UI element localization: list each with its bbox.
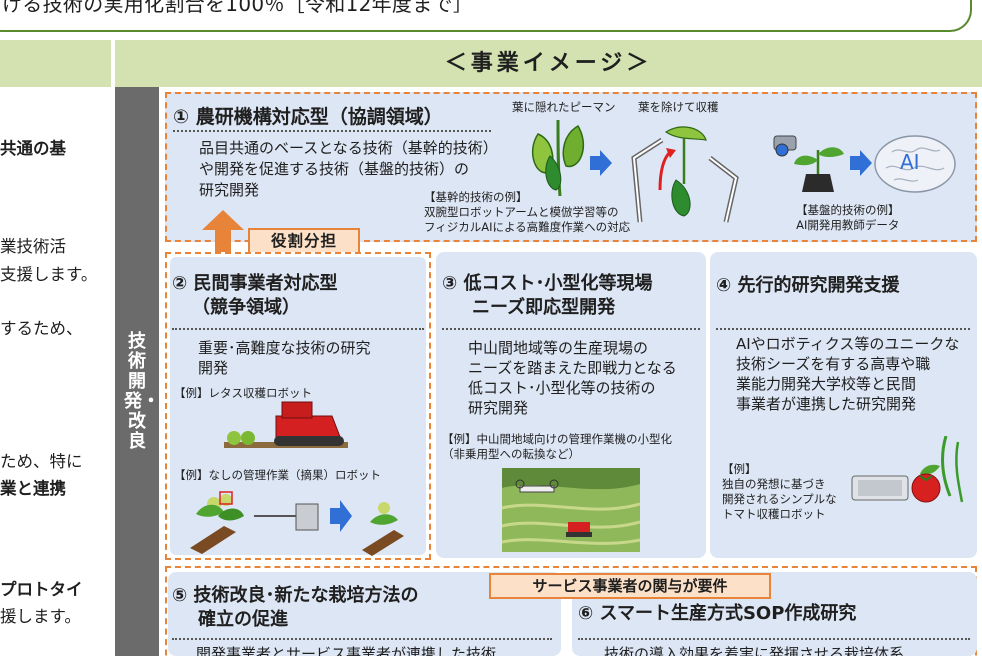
title-line: 確立の促進 [198,609,288,630]
desc-line: 品目共通のベースとなる技術（基幹的技術） [199,139,498,157]
lettuce-robot-example: 【例】レタス収穫ロボット [174,386,312,400]
example-line: フィジカルAIによる高難度作業への対応 [424,220,631,234]
arrow-right-icon [850,150,872,176]
section-3-title: ③ 低コスト･小型化等現場 ニーズ即応型開発 [442,272,653,320]
desc-line: や開発を促進する技術（基盤的技術）の [199,160,470,178]
desc-line: 事業者が連携した研究開発 [736,395,917,413]
desc-line: 研究開発 [199,181,260,199]
section-1-description: 品目共通のベースとなる技術（基幹的技術） や開発を促進する技術（基盤的技術）の … [199,138,498,201]
divider [578,638,970,640]
desc-line: 重要･高難度な技術の研究 [198,339,371,357]
section-5-description: 開発事業者とサービス事業者が連携した技術 [196,645,497,656]
base-tech-example: 【基盤的技術の例】 AI開発用教師データ [796,203,900,233]
section-6-description: 技術の導入効果を着実に発揮させる栽培体系 [604,645,905,656]
arrow-right-icon [590,150,612,176]
service-provider-requirement-badge: サービス事業者の関与が要件 [489,573,771,599]
tomato-robot-example: 【例】 独自の発想に基づき 開発されるシンプルな トマト収穫ロボット [722,462,837,522]
pear-robot-example: 【例】なしの管理作業（摘果）ロボット [174,468,381,482]
mountain-machine-example: 【例】中山間地域向けの管理作業機の小型化 （非乗用型への転換など） [442,432,672,462]
section-6-title: ⑥ スマート生産方式SOP作成研究 [578,603,857,624]
example-line: 独自の発想に基づき [722,477,826,491]
left-text-line: 業と連携 [0,479,66,498]
example-line: AI開発用教師データ [796,218,900,232]
dual-arm-robot-illustration [631,126,739,223]
role-sharing-badge: 役割分担 [248,228,360,254]
divider [172,328,424,330]
title-line: ⑤ 技術改良･新たな栽培方法の [172,585,419,606]
lettuce-robot-illustration [224,401,348,448]
business-image-header: ＜事業イメージ＞ [115,40,982,87]
left-text-line: するため、 [0,319,83,338]
hidden-pepper-label: 葉に隠れたピーマン [512,100,616,114]
example-line: 【基幹的技術の例】 [424,190,528,204]
example-line: 【基盤的技術の例】 [796,203,900,217]
title-line: ③ 低コスト･小型化等現場 [442,273,653,294]
desc-line: 技術シーズを有する高専や職 [736,355,931,373]
title-line: ニーズ即応型開発 [472,297,616,318]
section-3-description: 中山間地域等の生産現場の ニーズを踏まえた即戦力となる 低コスト･小型化等の技術… [468,338,677,418]
left-text-line: ため、特に [0,452,83,471]
title-line: ② 民間事業者対応型 [172,273,338,294]
desc-line: 開発 [198,359,229,377]
section-2-title: ② 民間事業者対応型 （競争領域） [172,272,338,320]
left-column-header [0,40,111,87]
left-column: 共通の基 業技術活 支援します。 するため、 ため、特に 業と連携 プロトタイ … [0,87,111,656]
remove-leaf-label: 葉を除けて収穫 [638,100,719,114]
goal-banner: ける技術の実用化割合を100％［令和12年度まで］ [0,0,972,32]
divider [716,328,970,330]
divider [172,638,552,640]
left-text-line: 業技術活 [0,237,66,256]
vertical-category-label: 技術開発・改良 [124,331,160,452]
section-4-panel [710,252,977,558]
desc-line: 中山間地域等の生産現場の [468,339,649,357]
left-text-line: プロトタイ [0,580,83,599]
brain-icon [874,135,956,193]
desc-line: 低コスト･小型化等の技術の [468,379,656,397]
left-text-line: 援します。 [0,607,81,626]
desc-line: 業能力開発大学校等と民間 [736,375,917,393]
core-tech-example: 【基幹的技術の例】 双腕型ロボットアームと模倣学習等の フィジカルAIによる高難… [424,190,630,235]
example-line: 開発されるシンプルな [722,492,837,506]
pepper-leaf-illustration [531,119,584,197]
desc-line: AIやロボティクス等のユニークな [736,335,960,353]
tomato-robot-illustration [851,436,964,503]
divider [442,328,700,330]
example-line: （非乗用型への転換など） [442,447,580,461]
desc-line: 研究開発 [468,399,529,417]
section-2-description: 重要･高難度な技術の研究 開発 [198,338,371,378]
ai-label: AI [900,150,920,174]
section-4-description: AIやロボティクス等のユニークな 技術シーズを有する高専や職 業能力開発大学校等… [736,334,959,414]
example-line: トマト収穫ロボット [722,507,826,521]
section-1-panel: ① 農研機構対応型（協調領域） 品目共通のベースとなる技術（基幹的技術） や開発… [165,92,977,242]
desc-line: ニーズを踏まえた即戦力となる [468,359,677,377]
section-5-title: ⑤ 技術改良･新たな栽培方法の 確立の促進 [172,584,419,632]
goal-banner-text: ける技術の実用化割合を100％［令和12年度まで］ [2,0,474,16]
vertical-category-bar [115,87,159,656]
example-line: 【例】中山間地域向けの管理作業機の小型化 [442,432,672,446]
camera-plant-illustration [773,135,844,192]
section-1-title: ① 農研機構対応型（協調領域） [173,106,443,128]
title-line: （競争領域） [192,297,300,318]
left-text-line: 支援します。 [0,265,98,284]
example-line: 【例】 [722,462,757,476]
divider [173,130,491,132]
section-4-title: ④ 先行的研究開発支援 [716,275,900,296]
example-line: 双腕型ロボットアームと模倣学習等の [424,205,619,219]
ai-brain-illustration: AI [872,132,958,196]
left-text-line: 共通の基 [0,139,66,158]
terraced-field-drone-photo [502,468,640,552]
pear-robot-illustration [190,491,404,556]
